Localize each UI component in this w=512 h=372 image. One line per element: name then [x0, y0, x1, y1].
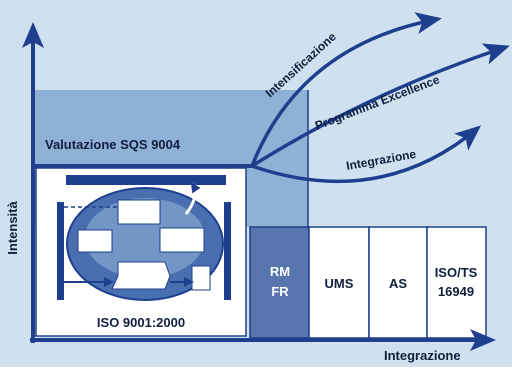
iso-left-bar — [57, 202, 64, 300]
y-axis-label: Intensità — [5, 201, 20, 255]
process-product-shape — [111, 261, 171, 290]
process-box-right — [159, 227, 205, 253]
ums-box — [308, 226, 370, 339]
ums-label: UMS — [325, 276, 354, 291]
as-label: AS — [389, 276, 407, 291]
iso-label: ISO 9001:2000 — [97, 315, 185, 330]
rmfr-box — [249, 226, 310, 339]
process-ellipse-highlight — [85, 198, 205, 278]
integrazione-arrow — [251, 125, 482, 184]
isots-label-line1: ISO/TS — [435, 265, 478, 280]
improvement-arrow — [184, 182, 201, 215]
iso-right-bar — [224, 202, 231, 300]
as-box — [368, 226, 428, 339]
isots-box — [426, 226, 487, 339]
isots-label-line2: 16949 — [438, 284, 474, 299]
process-box-top — [117, 199, 161, 225]
iso-top-bar — [66, 175, 226, 185]
intensificazione-arrow — [250, 12, 442, 167]
excellence-arrow — [251, 43, 510, 168]
rmfr-label-line2: FR — [271, 284, 289, 299]
sqs-label: Valutazione SQS 9004 — [45, 137, 181, 152]
rmfr-label-line1: RM — [270, 264, 290, 279]
process-box-left — [77, 229, 113, 253]
process-document-icon — [191, 265, 211, 291]
x-axis-label: Integrazione — [384, 348, 461, 363]
